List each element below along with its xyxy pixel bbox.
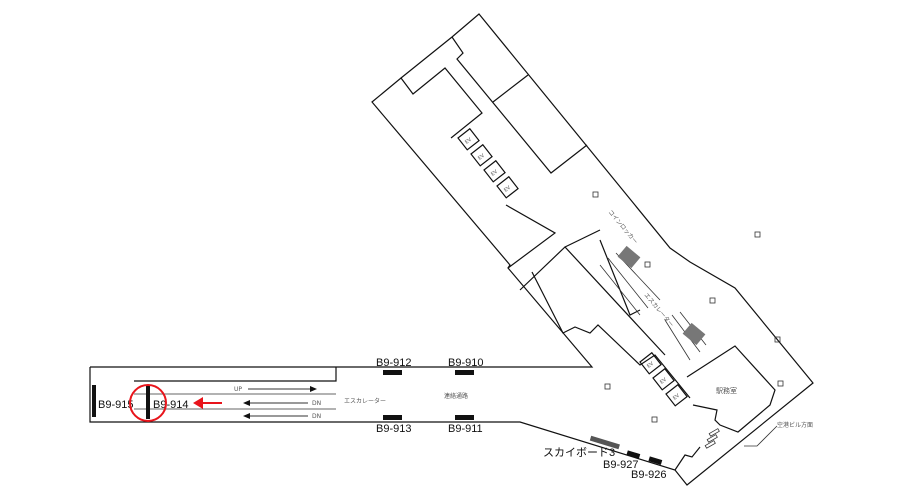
svg-text:B9-915: B9-915 (98, 399, 133, 411)
svg-text:スカイボード3: スカイボード3 (543, 446, 615, 459)
svg-text:B9-912: B9-912 (376, 357, 411, 369)
svg-text:B9-911: B9-911 (448, 423, 483, 435)
svg-text:B9-926: B9-926 (631, 469, 666, 481)
svg-text:EV: EV (646, 360, 655, 369)
pillars (592, 191, 784, 423)
svg-text:DN: DN (312, 400, 321, 407)
current-location-marker (129, 384, 222, 422)
svg-text:EV: EV (659, 376, 668, 385)
escalator-label: エスカレーター (642, 291, 675, 328)
elevators-lower: EV EV EV (639, 351, 688, 407)
svg-text:B9-910: B9-910 (448, 357, 483, 369)
svg-text:EV: EV (490, 168, 499, 177)
svg-text:EV: EV (672, 392, 681, 401)
svg-text:UP: UP (234, 386, 242, 393)
svg-text:エスカレーター: エスカレーター (344, 397, 386, 405)
svg-text:EV: EV (464, 136, 473, 145)
svg-text:連絡通路: 連絡通路 (444, 392, 468, 400)
svg-text:EV: EV (503, 184, 512, 193)
building-outline (89, 13, 814, 486)
coin-locker-label: コインロッカー (606, 209, 638, 246)
svg-text:DN: DN (312, 413, 321, 420)
svg-text:B9-913: B9-913 (376, 423, 411, 435)
station-office-label: 駅務室 (716, 386, 737, 395)
elevators-upper: EV EV EV EV (457, 127, 519, 199)
signboards: B9-912 B9-910 B9-913 B9-911 B9-915 B9-91… (92, 357, 666, 481)
corridor-escalators: UP DN DN エスカレーター 連絡通路 (234, 386, 468, 420)
svg-text:B9-914: B9-914 (153, 399, 188, 411)
svg-text:EV: EV (477, 152, 486, 161)
airport-direction-label: 空港ビル方面 (777, 421, 813, 429)
svg-text:B9-927: B9-927 (603, 459, 638, 471)
